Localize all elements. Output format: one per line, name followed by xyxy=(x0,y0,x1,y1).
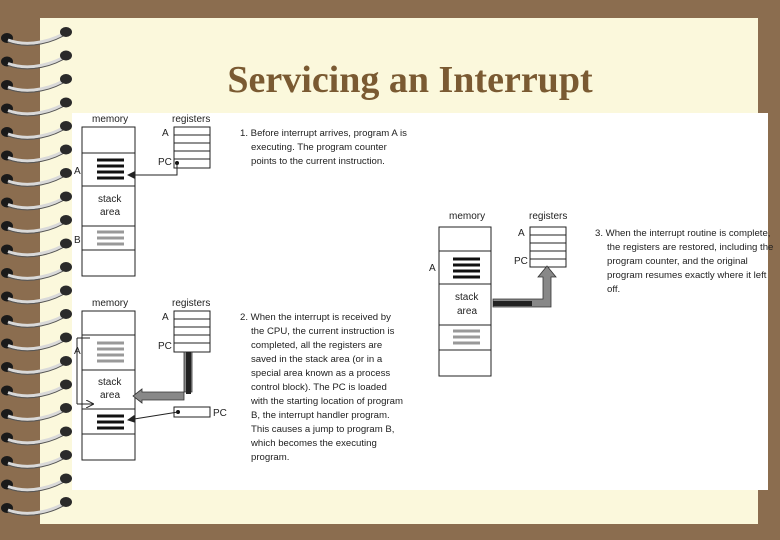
caption-line: completed, all the registers are xyxy=(251,340,382,351)
register-pc-label: PC xyxy=(158,341,172,352)
spiral-ring xyxy=(1,309,72,328)
panel-3: memory registers A stack area A xyxy=(429,211,773,377)
caption-line: executing. The program counter xyxy=(251,142,388,153)
register-pc-label: PC xyxy=(514,256,528,267)
saved-pc-pointer xyxy=(76,337,93,404)
pc-pointer-arrow xyxy=(127,163,178,179)
program-b-instructions xyxy=(97,230,124,246)
stack-area-label: area xyxy=(457,306,477,317)
caption-line: program resumes exactly where it left xyxy=(607,270,767,281)
program-b-label: B xyxy=(74,235,81,246)
save-registers-arrow xyxy=(132,351,193,404)
caption-line: off. xyxy=(607,284,620,295)
memory-block xyxy=(438,226,492,377)
caption-line: 1. Before interrupt arrives, program A i… xyxy=(240,128,407,139)
restore-registers-arrow xyxy=(492,265,557,308)
caption-line: 3. When the interrupt routine is complet… xyxy=(595,228,770,239)
stack-area-label: stack xyxy=(98,194,122,205)
program-a-instructions xyxy=(97,341,124,363)
caption-line: control block). The PC is loaded xyxy=(251,382,387,393)
panel-1: memory registers A stack area B xyxy=(74,114,407,277)
spiral-ring xyxy=(1,426,72,446)
caption-line: with the starting location of program xyxy=(250,396,403,407)
stack-area-label: stack xyxy=(98,377,122,388)
register-file xyxy=(173,310,211,353)
interrupt-figure: memory registers A stack area B xyxy=(72,113,773,490)
register-file xyxy=(529,226,567,268)
spiral-ring xyxy=(1,379,72,399)
spiral-ring xyxy=(1,473,72,493)
slide-title: Servicing an Interrupt xyxy=(227,59,593,101)
register-file xyxy=(173,126,211,169)
memory-label: memory xyxy=(449,211,485,222)
program-b-instructions xyxy=(97,414,124,430)
register-pc-label: PC xyxy=(158,157,172,168)
spiral-ring xyxy=(1,191,72,211)
caption-line: points to the current instruction. xyxy=(251,156,385,167)
program-a-instructions xyxy=(453,257,480,279)
spiral-ring xyxy=(1,262,72,281)
caption-line: the CPU, the current instruction is xyxy=(251,326,395,337)
spiral-ring xyxy=(1,285,72,305)
panel-1-caption: 1. Before interrupt arrives, program A i… xyxy=(240,128,407,167)
registers-label: registers xyxy=(529,211,567,222)
caption-line: special area known as a process xyxy=(251,368,390,379)
spiral-binding xyxy=(1,27,72,516)
spiral-ring xyxy=(1,50,72,70)
register-a-label: A xyxy=(162,128,169,139)
caption-line: B, the interrupt handler program. xyxy=(251,410,390,421)
pc-register-box xyxy=(127,406,211,423)
register-a-label: A xyxy=(518,228,525,239)
spiral-ring xyxy=(1,168,72,187)
panel-2: memory registers A stack area A xyxy=(74,298,403,463)
spiral-ring xyxy=(1,97,72,117)
spiral-ring xyxy=(1,238,72,258)
spiral-ring xyxy=(1,121,72,140)
panel-3-caption: 3. When the interrupt routine is complet… xyxy=(595,228,773,295)
stack-area-label: stack xyxy=(455,292,479,303)
spiral-ring xyxy=(1,450,72,469)
spiral-ring xyxy=(1,215,72,234)
spiral-ring xyxy=(1,27,72,46)
memory-label: memory xyxy=(92,114,128,125)
caption-line: saved in the stack area (or in a xyxy=(251,354,383,365)
register-a-label: A xyxy=(162,312,169,323)
spiral-ring xyxy=(1,332,72,352)
memory-block xyxy=(81,310,136,461)
pc-box-label: PC xyxy=(213,408,227,419)
stack-area-label: area xyxy=(100,390,120,401)
caption-line: the registers are restored, including th… xyxy=(607,242,773,253)
spiral-ring xyxy=(1,403,72,422)
spiral-ring xyxy=(1,356,72,375)
caption-line: This causes a jump to program B, xyxy=(251,424,394,435)
interrupt-diagram: memory registers A stack area B xyxy=(74,114,773,463)
spiral-ring xyxy=(1,144,72,164)
panel-2-caption: 2. When the interrupt is received by the… xyxy=(240,312,403,463)
program-a-label: A xyxy=(429,263,436,274)
memory-block xyxy=(81,126,136,277)
program-a-instructions xyxy=(97,158,124,180)
registers-label: registers xyxy=(172,114,210,125)
spiral-ring xyxy=(1,497,72,516)
stack-area-label: area xyxy=(100,207,120,218)
memory-label: memory xyxy=(92,298,128,309)
caption-line: program. xyxy=(251,452,289,463)
caption-line: program counter, and the original xyxy=(607,256,748,267)
program-a-label: A xyxy=(74,166,81,177)
caption-line: which becomes the executing xyxy=(250,438,377,449)
spiral-ring xyxy=(1,74,72,93)
caption-line: 2. When the interrupt is received by xyxy=(240,312,391,323)
registers-label: registers xyxy=(172,298,210,309)
program-b-instructions xyxy=(453,329,480,345)
